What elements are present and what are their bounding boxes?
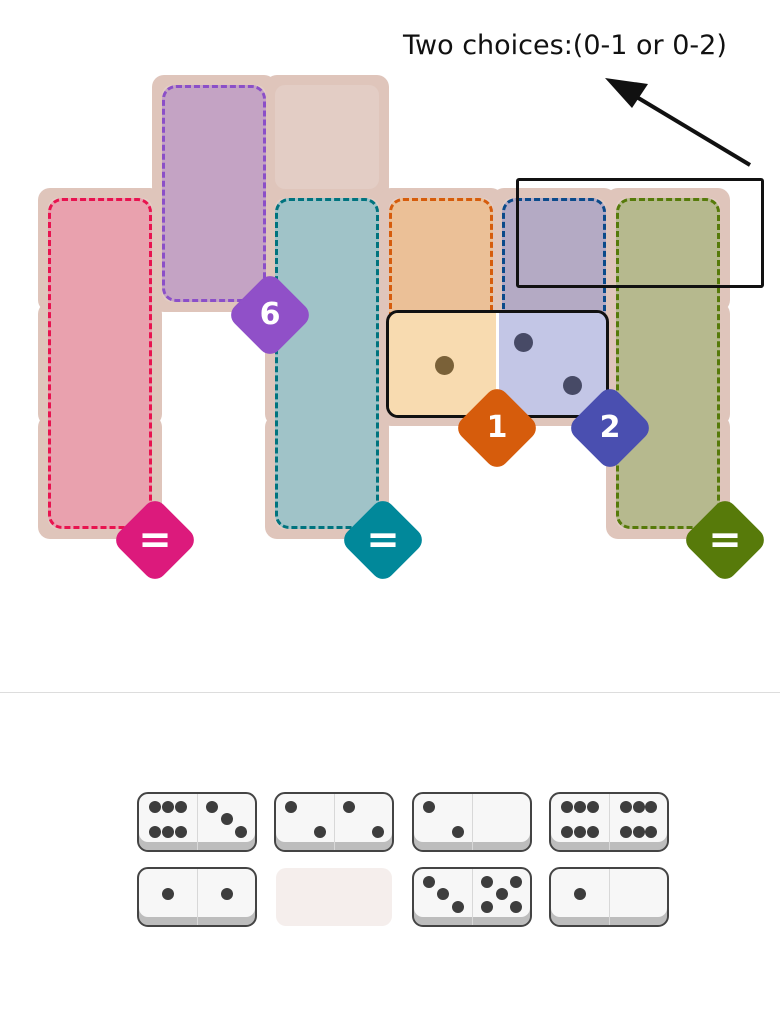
pip: [574, 825, 586, 838]
tray-domino[interactable]: [137, 867, 257, 927]
pip: [481, 875, 493, 888]
domino-half: [471, 869, 531, 925]
pip: [451, 900, 464, 913]
domino-half: [414, 794, 472, 850]
pip: [632, 800, 645, 813]
divider: [0, 692, 780, 693]
constraint-label-teal: =: [366, 517, 400, 563]
constraint-label-orange: 1: [486, 410, 508, 445]
pip: [343, 800, 355, 813]
pip: [574, 800, 586, 813]
domino-half: [333, 794, 393, 850]
pip: [284, 800, 297, 813]
pip: [220, 888, 233, 900]
pip: [451, 825, 464, 838]
pip: [174, 800, 187, 813]
constraint-label-pink: =: [138, 517, 172, 563]
domino-half: [414, 869, 472, 925]
domino-half: [276, 794, 334, 850]
pip: [561, 800, 574, 813]
constraint-label-green: =: [708, 517, 742, 563]
pip: [206, 800, 218, 813]
pip: [149, 825, 162, 838]
tray-domino[interactable]: [274, 792, 394, 852]
annotation-text: Two choices:(0-1 or 0-2): [403, 30, 727, 61]
pip: [561, 825, 574, 838]
placed-domino-left-half: [389, 313, 499, 415]
tray-domino[interactable]: [137, 792, 257, 852]
domino-half: [551, 869, 609, 925]
pip: [372, 825, 384, 838]
region-teal: [275, 198, 379, 529]
pip: [162, 800, 174, 813]
pip: [422, 875, 435, 888]
domino-half: [196, 794, 256, 850]
pip: [563, 376, 582, 395]
tray-domino[interactable]: [549, 867, 669, 927]
pip: [510, 875, 522, 888]
pip: [435, 356, 454, 375]
tray-domino[interactable]: [412, 792, 532, 852]
pip: [481, 900, 493, 913]
domino-half: [608, 869, 668, 925]
domino-half: [139, 869, 197, 925]
pip: [510, 900, 522, 913]
pip: [313, 825, 326, 838]
pip: [632, 825, 645, 838]
constraint-label-blue: 2: [599, 410, 621, 445]
constraint-label-purple: 6: [259, 297, 281, 332]
tray-slot-empty: [276, 868, 392, 926]
pip: [514, 333, 533, 352]
placed-domino[interactable]: [386, 310, 609, 418]
pip: [495, 888, 508, 900]
pip: [149, 800, 162, 813]
region-pink: [48, 198, 152, 529]
board-cell[interactable]: [275, 85, 379, 189]
pip: [437, 888, 449, 900]
placed-domino-right-half: [499, 313, 606, 415]
pip: [645, 825, 658, 838]
region-green: [616, 198, 720, 529]
pip: [422, 800, 435, 813]
pip: [586, 800, 599, 813]
domino-half: [196, 869, 256, 925]
pip: [619, 825, 632, 838]
domino-half: [471, 794, 531, 850]
pip: [235, 825, 247, 838]
pip: [645, 800, 658, 813]
domino-half: [608, 794, 668, 850]
domino-half: [551, 794, 609, 850]
pip: [619, 800, 632, 813]
region-purple: [162, 85, 266, 302]
pip: [174, 825, 187, 838]
pip: [162, 825, 174, 838]
pip: [586, 825, 599, 838]
domino-half: [139, 794, 197, 850]
tray-domino[interactable]: [412, 867, 532, 927]
annotation-highlight-box: [516, 178, 764, 288]
pip: [574, 888, 586, 900]
pip: [220, 813, 233, 825]
tray-domino[interactable]: [549, 792, 669, 852]
annotation-arrow-icon: [605, 78, 752, 167]
pip: [162, 888, 174, 900]
